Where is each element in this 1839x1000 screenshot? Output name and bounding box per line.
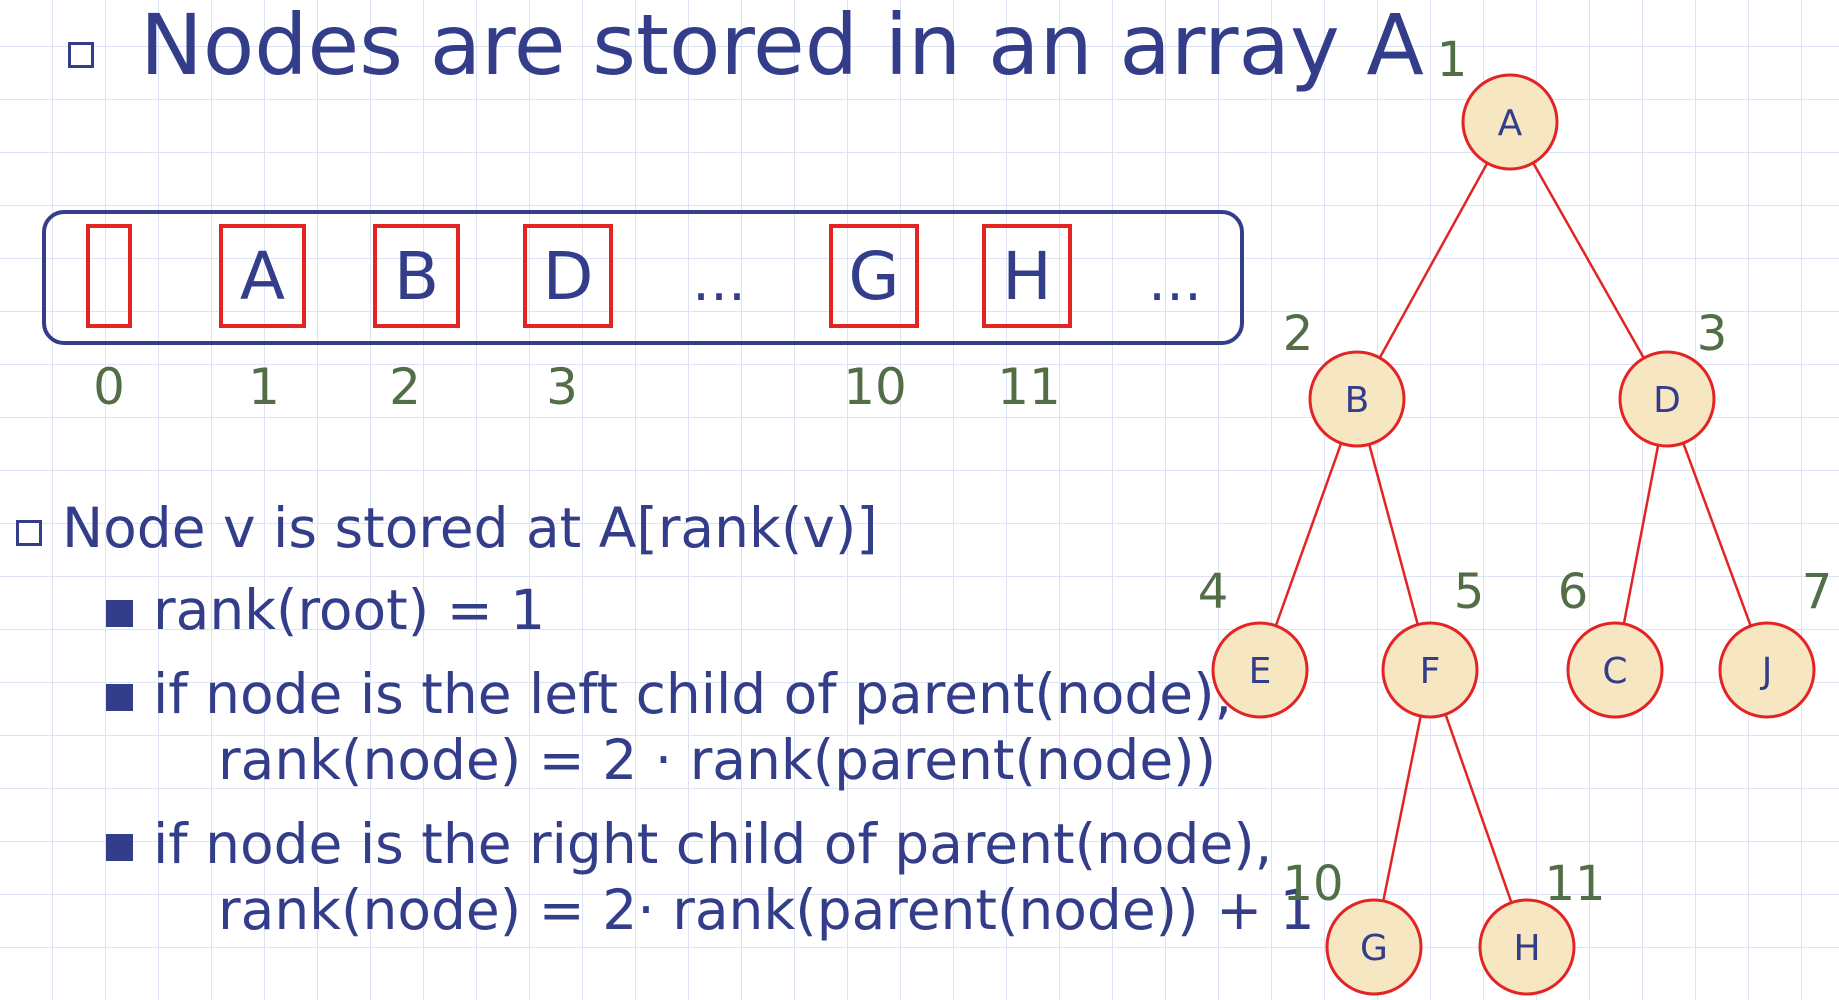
tree-edge xyxy=(1444,713,1513,904)
rule-right-child-formula: rank(node) = 2· rank(parent(node)) + 1 xyxy=(218,878,1315,942)
tree-node-label: F xyxy=(1420,651,1441,692)
slide-title: Nodes are stored in an array A xyxy=(140,0,1424,94)
array-cell-0 xyxy=(86,224,132,328)
tree-node-E: E xyxy=(1211,621,1309,719)
rule-root-rank: rank(root) = 1 xyxy=(153,578,546,642)
tree-node-F: F xyxy=(1381,621,1479,719)
tree-edges xyxy=(1274,162,1752,904)
tree-node-circle xyxy=(1478,898,1576,996)
title-bullet-icon xyxy=(68,42,94,68)
tree-node-label: E xyxy=(1249,651,1272,692)
tree-node-label: B xyxy=(1345,380,1370,421)
array-index: 3 xyxy=(546,358,578,416)
tree-rank-label: 1 xyxy=(1437,32,1468,88)
tree-rank-label: 10 xyxy=(1282,856,1343,912)
tree-rank-label: 4 xyxy=(1198,564,1229,620)
tree-edge xyxy=(1532,162,1645,359)
tree-node-C: C xyxy=(1566,621,1664,719)
tree-node-label: C xyxy=(1602,651,1627,692)
array-container xyxy=(42,210,1244,345)
tree-node-label: D xyxy=(1653,380,1681,421)
tree-edge xyxy=(1382,715,1422,902)
tree-node-H: H xyxy=(1478,898,1576,996)
array-cell-1: A xyxy=(219,224,306,328)
array-ellipsis: … xyxy=(1148,250,1202,313)
array-cell-11: H xyxy=(982,224,1072,328)
tree-node-circle xyxy=(1718,621,1816,719)
tree-node-circle xyxy=(1618,350,1716,448)
rule-heading: Node v is stored at A[rank(v)] xyxy=(62,496,878,560)
array-ellipsis: … xyxy=(692,250,746,313)
tree-node-D: D xyxy=(1618,350,1716,448)
array-index: 0 xyxy=(93,358,125,416)
tree-node-circle xyxy=(1211,621,1309,719)
tree-rank-labels: 1 2 3 4 5 6 7 10 11 xyxy=(1198,32,1833,912)
tree-edge xyxy=(1682,442,1752,627)
array-cell-10: G xyxy=(829,224,919,328)
rule-right-child-line1: if node is the right child of parent(nod… xyxy=(153,812,1273,876)
rule-left-child-formula: rank(node) = 2 · rank(parent(node)) xyxy=(218,728,1217,792)
tree-node-circle xyxy=(1461,73,1559,171)
tree-rank-label: 3 xyxy=(1697,306,1728,362)
tree-node-label: J xyxy=(1760,651,1773,692)
tree-node-label: G xyxy=(1360,928,1388,969)
tree-rank-label: 7 xyxy=(1802,564,1833,620)
tree-edge xyxy=(1368,444,1419,625)
rule-bullet-icon xyxy=(16,520,42,546)
rule-left-child-line1: if node is the left child of parent(node… xyxy=(153,662,1233,726)
item-bullet-icon xyxy=(106,600,133,627)
item-bullet-icon xyxy=(106,834,133,861)
tree-rank-label: 2 xyxy=(1283,306,1314,362)
item-bullet-icon xyxy=(106,684,133,711)
tree-rank-label: 11 xyxy=(1544,856,1605,912)
tree-node-G: G xyxy=(1325,898,1423,996)
array-cell-2: B xyxy=(373,224,460,328)
tree-node-circle xyxy=(1308,350,1406,448)
tree-edge xyxy=(1622,444,1660,625)
array-index: 11 xyxy=(997,358,1061,416)
tree-node-B: B xyxy=(1308,350,1406,448)
tree-node-J: J xyxy=(1718,621,1816,719)
array-index: 10 xyxy=(843,358,907,416)
array-cell-3: D xyxy=(523,224,613,328)
array-index: 2 xyxy=(389,358,421,416)
tree-edge xyxy=(1378,162,1489,359)
tree-nodes: A B D E F C J G H xyxy=(1211,73,1816,996)
tree-node-A: A xyxy=(1461,73,1559,171)
tree-node-circle xyxy=(1381,621,1479,719)
array-index: 1 xyxy=(248,358,280,416)
tree-rank-label: 6 xyxy=(1558,564,1589,620)
tree-edge xyxy=(1274,442,1343,627)
tree-node-label: A xyxy=(1498,103,1523,144)
tree-node-circle xyxy=(1325,898,1423,996)
tree-rank-label: 5 xyxy=(1454,564,1485,620)
tree-node-label: H xyxy=(1513,928,1540,969)
tree-node-circle xyxy=(1566,621,1664,719)
